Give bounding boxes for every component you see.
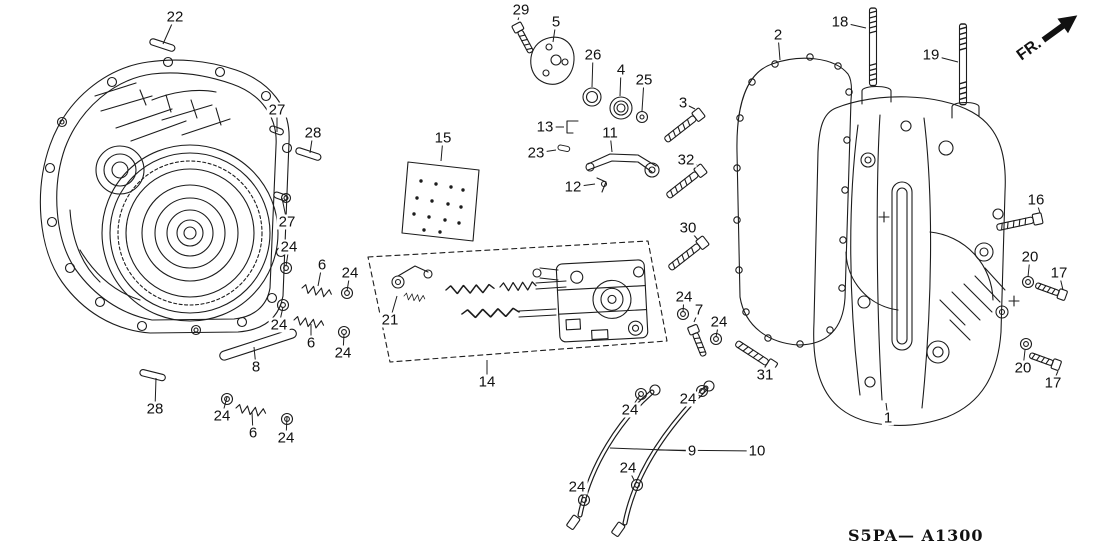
callout-27: 27 xyxy=(276,213,298,231)
front-direction-indicator: FR. xyxy=(1013,6,1084,66)
callout-17: 17 xyxy=(1042,374,1064,392)
diagram-code: S5PA— A1300 xyxy=(848,526,984,545)
callout-8: 8 xyxy=(249,358,263,376)
callout-4: 4 xyxy=(614,61,628,79)
callout-26: 26 xyxy=(582,46,604,64)
torque-converter-drawing xyxy=(101,144,279,322)
callout-21: 21 xyxy=(379,311,401,329)
front-arrow-icon xyxy=(1041,15,1078,43)
side-cover-drawing xyxy=(813,85,1020,426)
callout-24: 24 xyxy=(673,288,695,306)
callout-30: 30 xyxy=(677,219,699,237)
callout-15: 15 xyxy=(432,129,454,147)
callout-19: 19 xyxy=(920,46,942,64)
callout-28: 28 xyxy=(144,400,166,418)
callout-24: 24 xyxy=(619,401,641,419)
callout-24: 24 xyxy=(617,459,639,477)
callout-32: 32 xyxy=(675,151,697,169)
callout-24: 24 xyxy=(268,316,290,334)
callout-12: 12 xyxy=(562,178,584,196)
transmission-housing-drawing xyxy=(39,56,293,336)
callout-6: 6 xyxy=(304,334,318,352)
callout-27: 27 xyxy=(266,101,288,119)
fastener-drawings xyxy=(138,7,1069,507)
callout-13: 13 xyxy=(534,118,556,136)
callout-2: 2 xyxy=(771,26,785,44)
callout-24: 24 xyxy=(275,429,297,447)
callout-14: 14 xyxy=(476,373,498,391)
cover-gasket-drawing xyxy=(733,53,853,348)
callout-25: 25 xyxy=(633,71,655,89)
callout-6: 6 xyxy=(246,424,260,442)
valve-body-drawing xyxy=(367,240,668,363)
callout-31: 31 xyxy=(754,366,776,384)
callout-24: 24 xyxy=(211,407,233,425)
callout-23: 23 xyxy=(525,144,547,162)
callout-7: 7 xyxy=(692,301,706,319)
callout-5: 5 xyxy=(549,13,563,31)
callout-3: 3 xyxy=(676,94,690,112)
callout-24: 24 xyxy=(708,313,730,331)
callout-24: 24 xyxy=(339,264,361,282)
callout-20: 20 xyxy=(1019,248,1041,266)
separator-plate-drawing xyxy=(401,161,480,242)
callout-17: 17 xyxy=(1048,264,1070,282)
callout-10: 10 xyxy=(746,442,768,460)
callout-18: 18 xyxy=(829,13,851,31)
callout-16: 16 xyxy=(1025,191,1047,209)
callout-24: 24 xyxy=(677,390,699,408)
callout-24: 24 xyxy=(278,238,300,256)
callout-20: 20 xyxy=(1012,359,1034,377)
callout-1: 1 xyxy=(881,409,895,427)
callout-24: 24 xyxy=(566,478,588,496)
callout-28: 28 xyxy=(302,124,324,142)
callout-22: 22 xyxy=(164,8,186,26)
callout-9: 9 xyxy=(685,442,699,460)
callout-29: 29 xyxy=(510,1,532,19)
lever-and-seals-drawing xyxy=(530,36,660,193)
callout-11: 11 xyxy=(600,124,620,142)
callout-24: 24 xyxy=(332,344,354,362)
callout-6: 6 xyxy=(315,256,329,274)
